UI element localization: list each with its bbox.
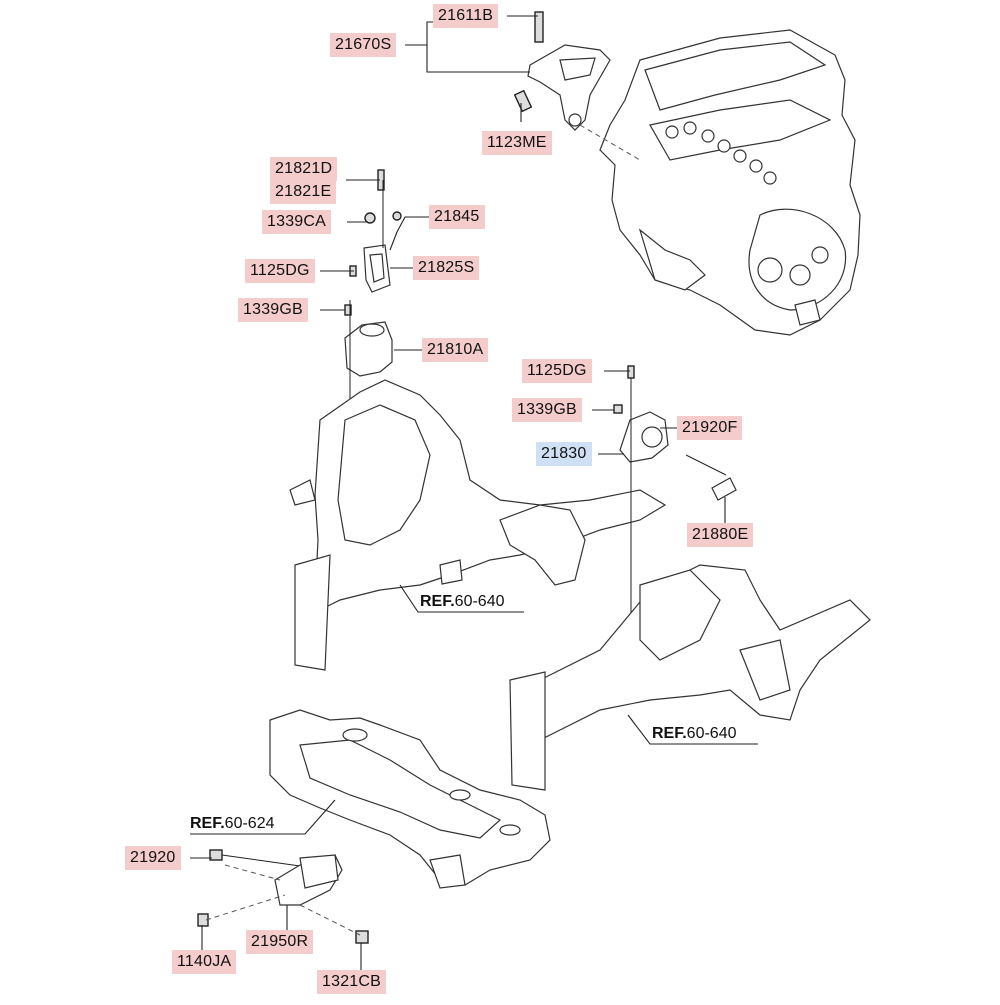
part-label-21880E[interactable]: 21880E — [687, 523, 754, 547]
right-side-member-drawing — [509, 564, 871, 791]
part-label-21821E[interactable]: 21821E — [270, 180, 337, 204]
part-label-1339CA[interactable]: 1339CA — [262, 210, 332, 234]
engine-block-drawing — [599, 29, 861, 336]
part-label-21845[interactable]: 21845 — [429, 205, 485, 229]
reference-label-60-624[interactable]: REF.60-624 — [190, 812, 275, 836]
ref-number: 60-640 — [686, 725, 737, 742]
ref-number: 60-640 — [454, 593, 505, 610]
reference-label-60-640-right[interactable]: REF.60-640 — [652, 722, 737, 746]
ref-prefix: REF. — [190, 815, 225, 832]
part-label-21670S[interactable]: 21670S — [330, 33, 397, 57]
roll-rod-drawing — [197, 849, 369, 944]
part-label-1339GB-right[interactable]: 1339GB — [512, 398, 582, 422]
part-label-1125DG-upper[interactable]: 1125DG — [245, 259, 315, 283]
ref-prefix: REF. — [652, 725, 687, 742]
part-label-21920[interactable]: 21920 — [125, 846, 181, 870]
ref-prefix: REF. — [420, 593, 455, 610]
reference-label-60-640-left[interactable]: REF.60-640 — [420, 590, 505, 614]
part-label-21950R[interactable]: 21950R — [246, 930, 314, 954]
part-label-1321CB[interactable]: 1321CB — [317, 970, 387, 994]
part-label-21920F[interactable]: 21920F — [677, 416, 743, 440]
part-label-21821D[interactable]: 21821D — [270, 157, 338, 181]
part-label-21825S[interactable]: 21825S — [413, 256, 480, 280]
part-label-21810A[interactable]: 21810A — [422, 338, 489, 362]
upper-bracket-drawing — [513, 11, 641, 161]
part-label-21611B[interactable]: 21611B — [433, 4, 499, 28]
ref-number: 60-624 — [224, 815, 275, 832]
subframe-drawing — [269, 709, 551, 889]
part-label-1140JA[interactable]: 1140JA — [172, 950, 237, 974]
part-label-21830[interactable]: 21830 — [536, 442, 592, 466]
part-label-1339GB-upper[interactable]: 1339GB — [238, 298, 308, 322]
part-label-1125DG-right[interactable]: 1125DG — [522, 359, 592, 383]
part-label-1123ME[interactable]: 1123ME — [482, 131, 552, 155]
leader-lines — [190, 15, 758, 970]
left-side-member-drawing — [289, 379, 667, 671]
right-mount-drawing — [613, 365, 737, 640]
